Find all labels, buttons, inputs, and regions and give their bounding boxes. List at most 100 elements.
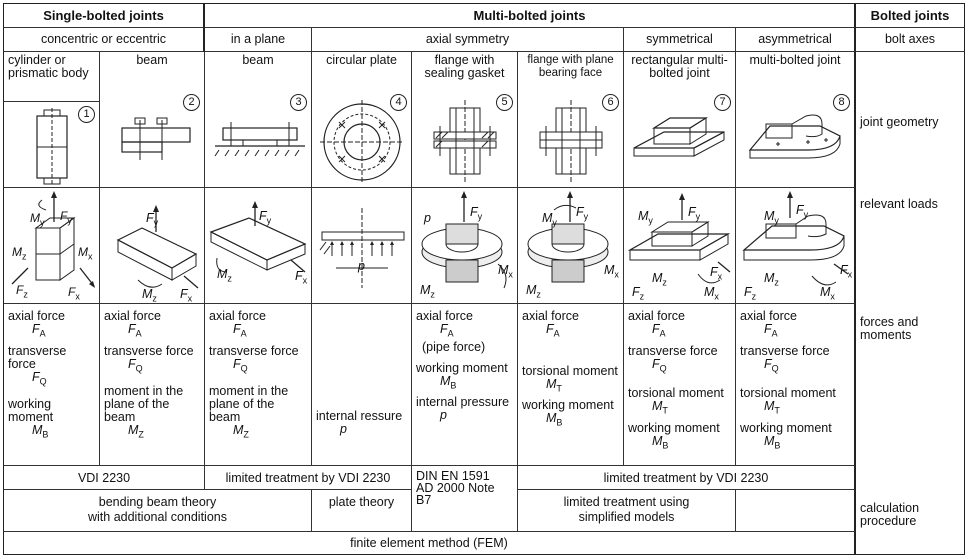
subheader-concentric: concentric or eccentric: [4, 28, 205, 52]
calc-plate-theory: plate theory: [312, 490, 412, 532]
col2-forces: axial force FA transverse force FQ momen…: [100, 304, 205, 466]
col3-forces: axial force FA transverse force FQ momen…: [205, 304, 312, 466]
calc-limited-vdi-2: limited treatment by VDI 2230: [518, 466, 856, 490]
load-Fx-7: Fx: [710, 265, 723, 282]
col4-geometry: 4: [312, 90, 412, 188]
row-label-forces: forces and moments: [860, 315, 919, 342]
beam-loads-drawing: [116, 205, 199, 289]
load-p-5: p: [424, 211, 431, 225]
cylinder-loads-drawing: [11, 191, 95, 288]
col7-geometry: 7: [624, 90, 736, 188]
subheader-axial-symmetry: axial symmetry: [312, 28, 624, 52]
load-Fy-3: Fy: [259, 209, 272, 226]
col1-label: cylinder or prismatic body: [4, 52, 100, 102]
col5-number: 5: [496, 94, 513, 111]
row-label-loads: relevant loads: [860, 197, 938, 211]
col7-loads: My Fy Mz Fz Fx Mx: [624, 188, 736, 304]
calc-bending-beam: bending beam theory with additional cond…: [4, 490, 312, 532]
subheader-bolt-axes: bolt axes: [856, 28, 964, 52]
flange-plane-loads-drawing: [527, 191, 609, 283]
calc-limited-vdi-1: limited treatment by VDI 2230: [205, 466, 412, 490]
calc-din-bottom: [412, 531, 518, 532]
col7-forces: axial force FA transverse force FQ torsi…: [624, 304, 736, 466]
col2-label: beam: [100, 52, 205, 90]
flange-gasket-geometry-drawing: [433, 100, 497, 184]
subheader-asymmetrical: asymmetrical: [736, 28, 856, 52]
col5-loads: p Fy Mx Mz: [412, 188, 518, 304]
col1-loads: My Fy Mz Mx Fz Fx: [4, 188, 100, 304]
col8-number: 8: [833, 94, 850, 111]
load-p-4: p: [358, 259, 365, 273]
load-My-7: My: [638, 209, 653, 226]
header-bolted-joints: Bolted joints: [856, 4, 964, 28]
row-label-calc: calculation procedure: [860, 501, 920, 528]
col3-number: 3: [290, 94, 307, 111]
flange-gasket-loads-drawing: [421, 191, 507, 289]
col7-label: rectangular multi-bolted joint: [624, 52, 736, 90]
load-Fy-5: Fy: [470, 205, 483, 222]
col6-label: flange with plane bearing face: [518, 52, 624, 90]
col8-loads: My Fy Mz Fz Fx Mx: [736, 188, 856, 304]
load-My: My: [30, 211, 45, 228]
cylinder-geometry-drawing: [36, 108, 68, 186]
circular-plate-loads-drawing: [319, 208, 405, 288]
rectangular-joint-loads-drawing: [627, 193, 731, 284]
col5-label: flange with sealing gasket: [412, 52, 518, 90]
load-Fz-8: Fz: [744, 285, 757, 302]
load-Mz-5: Mz: [420, 283, 435, 300]
load-Fx-2: Fx: [180, 287, 193, 304]
load-Mx-5: Mx: [498, 263, 513, 280]
load-Fx-8: Fx: [840, 263, 853, 280]
load-My-8: My: [764, 209, 779, 226]
load-Mz-7: Mz: [652, 271, 667, 288]
beam-plane-geometry-drawing: [214, 122, 305, 157]
circular-plate-geometry-drawing: [320, 100, 404, 184]
load-Mz-8: Mz: [764, 271, 779, 288]
load-Fy-8: Fy: [796, 203, 809, 220]
asymmetrical-joint-loads-drawing: [742, 191, 849, 286]
col1-forces: axial force FA transverse force FQ worki…: [4, 304, 100, 466]
col6-geometry: 6: [518, 90, 624, 188]
header-single-bolted: Single-bolted joints: [4, 4, 205, 28]
calc-vdi-2230: VDI 2230: [4, 466, 205, 490]
col2-number: 2: [183, 94, 200, 111]
col5-geometry: 5: [412, 90, 518, 188]
col4-forces: internal ressure p: [312, 304, 412, 466]
col1-number: 1: [78, 106, 95, 123]
load-Fz-7: Fz: [632, 285, 645, 302]
subheader-in-plane: in a plane: [205, 28, 312, 52]
subheader-symmetrical: symmetrical: [624, 28, 736, 52]
load-Fy-2: Fy: [146, 211, 159, 228]
load-Mx-8: Mx: [820, 285, 835, 302]
col3-loads: Fy Mz Fx: [205, 188, 312, 304]
col4-label: circular plate: [312, 52, 412, 90]
load-Fz: Fz: [16, 283, 28, 300]
col3-geometry: 3: [205, 90, 312, 188]
col2-loads: Fy Mz Fx: [100, 188, 205, 304]
col8-geometry: 8: [736, 90, 856, 188]
col7-number: 7: [714, 94, 731, 111]
col4-number: 4: [390, 94, 407, 111]
asymmetrical-joint-geometry-drawing: [748, 114, 841, 159]
col6-forces: axial force FA torsional moment MT worki…: [518, 304, 624, 466]
load-Fx-3: Fx: [295, 269, 308, 286]
col8-label: multi-bolted joint: [736, 52, 856, 90]
col2-geometry: 2: [100, 90, 205, 188]
col6-loads: My Fy Mx Mz: [518, 188, 624, 304]
load-Fx: Fx: [68, 285, 80, 302]
load-Fy: Fy: [60, 209, 72, 226]
calc-fem: finite element method (FEM): [4, 532, 856, 554]
beam-geometry-drawing: [121, 117, 191, 160]
col5-forces: axial force FA (pipe force) working mome…: [412, 304, 518, 466]
load-Mz-3: Mz: [217, 267, 232, 284]
load-Fy-6: Fy: [576, 205, 589, 222]
load-My-6: My: [542, 211, 557, 228]
rectangular-joint-geometry-drawing: [633, 117, 725, 157]
calc-simplified: limited treatment using simplified model…: [518, 490, 736, 532]
calc-din: DIN EN 1591 AD 2000 Note B7: [412, 466, 518, 532]
flange-plane-geometry-drawing: [539, 100, 603, 184]
calc-empty: [736, 490, 856, 532]
col3-label: beam: [205, 52, 312, 90]
load-Fy-7: Fy: [688, 205, 701, 222]
load-Mz: Mz: [12, 245, 27, 262]
